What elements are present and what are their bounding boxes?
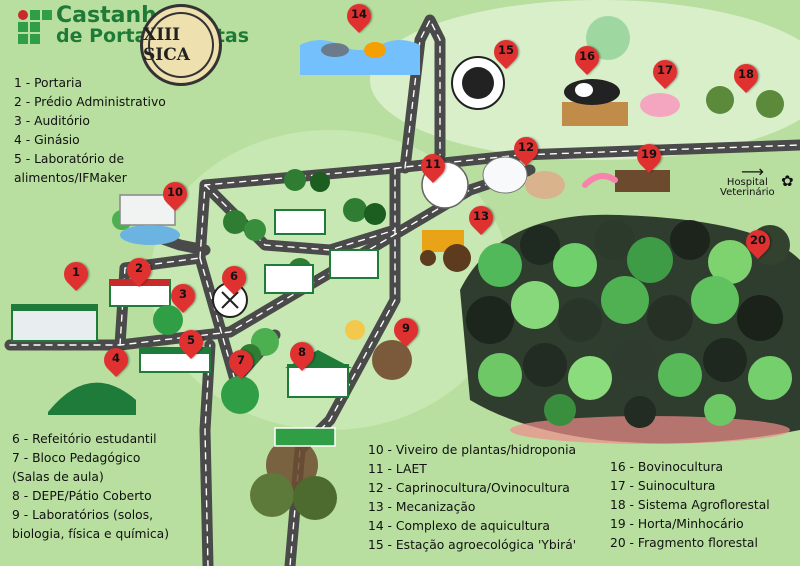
legend-item: 11 - LAET: [368, 462, 427, 476]
map-pin-4[interactable]: 4: [99, 343, 133, 380]
pin-number: 5: [186, 333, 195, 347]
legend-item: 3 - Auditório: [14, 114, 90, 128]
map-pin-5[interactable]: 5: [174, 325, 208, 362]
pin-number: 20: [749, 233, 766, 247]
arrow-right-icon: ⟶: [741, 162, 764, 181]
map-pin-1[interactable]: 1: [59, 257, 93, 294]
map-pin-7[interactable]: 7: [224, 345, 258, 382]
pedagogic-building: [274, 209, 326, 235]
pond: [120, 225, 180, 245]
pin-number: 1: [71, 265, 80, 279]
map-pin-17[interactable]: 17: [648, 55, 682, 92]
pin-number: 7: [236, 353, 245, 367]
legend-item: 13 - Mecanização: [368, 500, 476, 514]
legend-item: (Salas de aula): [12, 470, 104, 484]
legend-item: 18 - Sistema Agroflorestal: [610, 498, 770, 512]
buildings: [11, 194, 379, 447]
map-pin-3[interactable]: 3: [166, 279, 200, 316]
legend-column-1: 1 - Portaria 2 - Prédio Administrativo 3…: [14, 74, 166, 188]
legend-item: 17 - Suinocultura: [610, 479, 716, 493]
map-pin-15[interactable]: 15: [489, 35, 523, 72]
legend-item: 6 - Refeitório estudantil: [12, 432, 157, 446]
legend-column-3: 10 - Viveiro de plantas/hidroponia 11 - …: [368, 441, 576, 555]
gym-building: [48, 382, 136, 415]
vegetable-garden: [615, 170, 670, 192]
pin-number: 10: [166, 185, 183, 199]
icon-circles: [153, 56, 505, 414]
fish: [321, 43, 349, 57]
legend-item: alimentos/IFMaker: [14, 171, 127, 185]
pin-number: 4: [111, 351, 120, 365]
earthworm: [582, 173, 618, 188]
pin-number: 18: [737, 67, 754, 81]
legend-item: biologia, física e química): [12, 527, 170, 541]
depe-building: [287, 364, 349, 398]
legend-column-2: 6 - Refeitório estudantil 7 - Bloco Peda…: [12, 430, 169, 544]
paw-icon: ✿: [781, 172, 794, 190]
refeitorio-building: [264, 264, 314, 294]
pig: [640, 93, 680, 117]
map-pin-10[interactable]: 10: [158, 177, 192, 214]
map-pin-14[interactable]: 14: [342, 0, 376, 36]
legend-item: 12 - Caprinocultura/Ovinocultura: [368, 481, 570, 495]
map-pin-8[interactable]: 8: [285, 337, 319, 374]
legend-item: 1 - Portaria: [14, 76, 82, 90]
legend-item: 5 - Laboratório de: [14, 152, 125, 166]
pin-number: 12: [517, 140, 534, 154]
map-pin-18[interactable]: 18: [729, 59, 763, 96]
classroom-building: [329, 249, 379, 279]
forest-canopy: [466, 220, 792, 428]
fish: [364, 42, 386, 58]
legend-item: 14 - Complexo de aquicultura: [368, 519, 550, 533]
map-pin-6[interactable]: 6: [217, 261, 251, 298]
sports-field: [274, 427, 336, 447]
pin-number: 9: [401, 321, 410, 335]
aquaculture-water: [300, 40, 420, 75]
pin-number: 2: [134, 261, 143, 275]
legend-item: 16 - Bovinocultura: [610, 460, 724, 474]
legend-item: 4 - Ginásio: [14, 133, 80, 147]
map-pin-11[interactable]: 11: [416, 149, 450, 186]
classroom-icon: [221, 376, 259, 414]
map-pin-20[interactable]: 20: [741, 225, 775, 262]
map-pin-12[interactable]: 12: [509, 132, 543, 169]
legend-item: 2 - Prédio Administrativo: [14, 95, 166, 109]
legend-item: 15 - Estação agroecológica 'Ybirá': [368, 538, 577, 552]
hospital-veterinario-label[interactable]: Hospital Veterinário: [720, 178, 775, 198]
legend-item: 20 - Fragmento florestal: [610, 536, 758, 550]
pin-number: 8: [297, 345, 306, 359]
map-pin-13[interactable]: 13: [464, 201, 498, 238]
pin-number: 17: [656, 63, 673, 77]
pin-number: 16: [578, 49, 595, 63]
legend-item: 10 - Viveiro de plantas/hidroponia: [368, 443, 577, 457]
pin-number: 6: [229, 269, 238, 283]
goat: [525, 171, 565, 199]
auditorium-icon: [153, 305, 183, 335]
hospital-line-1: Hospital: [726, 177, 768, 188]
legend-item: 7 - Bloco Pedagógico: [12, 451, 141, 465]
laboratory-icon: [372, 340, 412, 380]
pin-number: 15: [497, 43, 514, 57]
pin-number: 3: [178, 287, 187, 301]
map-pin-19[interactable]: 19: [632, 139, 666, 176]
if-logo-icon: [18, 10, 52, 44]
farm-animals: [120, 40, 680, 272]
map-pin-2[interactable]: 2: [122, 253, 156, 290]
legend-item: 9 - Laboratórios (solos,: [12, 508, 154, 522]
pin-number: 11: [424, 157, 441, 171]
map-pin-9[interactable]: 9: [389, 313, 423, 350]
legend-item: 8 - DEPE/Pátio Coberto: [12, 489, 152, 503]
map-pin-16[interactable]: 16: [570, 41, 604, 78]
pin-number: 13: [472, 209, 489, 223]
hospital-line-2: Veterinário: [720, 187, 775, 198]
sheep: [482, 156, 528, 194]
fence: [562, 102, 628, 126]
legend-item: 19 - Horta/Minhocário: [610, 517, 744, 531]
legend-column-4: 16 - Bovinocultura 17 - Suinocultura 18 …: [610, 458, 770, 553]
sica-badge: XIII SICA: [140, 4, 222, 86]
pin-number: 19: [640, 147, 657, 161]
pin-number: 14: [350, 7, 367, 21]
